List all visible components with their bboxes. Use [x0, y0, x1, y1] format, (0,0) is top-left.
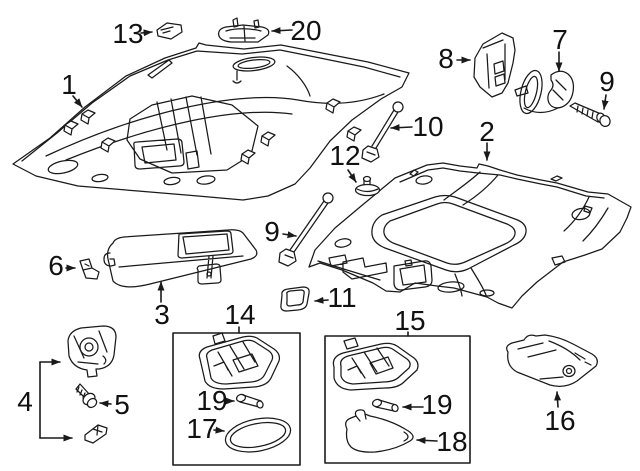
wedge-clip-part-4 [84, 424, 108, 444]
push-pin-part-12 [354, 175, 381, 197]
callout-label-4: 4 [17, 386, 33, 417]
leader-arrow-13 [140, 29, 153, 37]
clip-part-6 [79, 258, 100, 280]
screw-part-9-right [569, 102, 611, 128]
rod-part-10 [361, 101, 404, 163]
bulb-19-box15 [371, 398, 399, 413]
leader-arrow-12 [347, 169, 357, 183]
callout-label-5: 5 [114, 389, 130, 420]
leader-lines [39, 27, 609, 444]
kit-box-15-frame [324, 335, 471, 464]
sun-visor [103, 229, 258, 288]
dome-lamp-base-part-4 [67, 325, 117, 378]
headliner-front-panel [12, 42, 410, 201]
callout-label-12: 12 [329, 140, 360, 171]
kit-box-15 [324, 335, 471, 464]
leader-arrow-1 [72, 95, 83, 108]
callout-label-19-box14: 19 [196, 385, 227, 416]
sunroof-opening [371, 194, 527, 273]
handle-cover-part-8 [473, 32, 516, 98]
leader-arrow-9-left [282, 231, 297, 239]
callout-labels: 1 2 3 4 5 6 7 8 9 9 10 11 12 13 14 15 16… [17, 15, 615, 457]
map-lamp-housing-16 [506, 334, 598, 387]
dome-cutout-oval [232, 56, 276, 72]
callout-label-8: 8 [438, 43, 454, 74]
leader-arrow-16 [554, 391, 562, 408]
callout-label-1: 1 [61, 69, 77, 100]
callout-label-3: 3 [154, 299, 170, 330]
hook-clip-part-7 [514, 69, 575, 115]
callout-label-13: 13 [112, 18, 143, 49]
callout-label-7: 7 [552, 24, 568, 55]
lens-ring-17 [224, 417, 292, 453]
dome-lamp-housing-15 [332, 337, 419, 391]
leader-arrow-18 [416, 436, 438, 444]
bracket-part-20 [218, 17, 270, 43]
leader-arrow-20 [271, 27, 293, 35]
callout-label-16: 16 [544, 405, 575, 436]
callout-label-2: 2 [479, 116, 495, 147]
dome-lamp-housing-14 [198, 332, 281, 390]
callout-label-10: 10 [412, 111, 443, 142]
leader-arrow-10 [390, 124, 413, 132]
mounting-clips [63, 98, 362, 165]
callout-label-15: 15 [394, 305, 425, 336]
lamp-lens-18 [345, 409, 414, 453]
clip-part-13 [156, 22, 183, 40]
headliner-rear-panel [308, 162, 632, 309]
callout-label-14: 14 [224, 299, 255, 330]
kit-box-14 [172, 332, 301, 466]
leader-arrow-11 [314, 296, 329, 304]
rod-part-9-left [278, 192, 334, 267]
leader-arrow-17 [213, 426, 225, 434]
callout-label-17: 17 [186, 413, 217, 444]
callout-label-9-left: 9 [264, 216, 280, 247]
callout-label-6: 6 [48, 250, 64, 281]
bulb-19-box14 [235, 393, 264, 409]
kit-box-14-frame [172, 332, 301, 466]
callout-label-11: 11 [327, 282, 356, 313]
callout-label-19-box15: 19 [421, 389, 452, 420]
bezel-part-11 [280, 286, 310, 312]
callout-label-18: 18 [436, 426, 467, 457]
callout-label-20: 20 [290, 15, 321, 46]
callout-label-9-right: 9 [599, 66, 615, 97]
leader-arrow-5 [99, 400, 112, 408]
screw-part-5 [75, 383, 98, 409]
leader-arrow-9-right [601, 94, 609, 110]
